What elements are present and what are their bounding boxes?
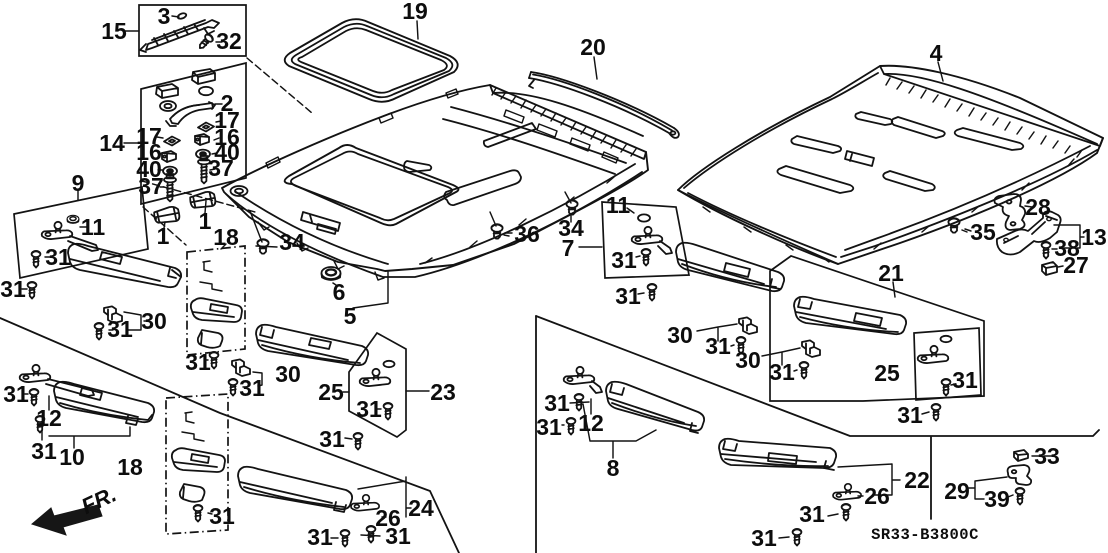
svg-text:11: 11 [606,192,631,218]
svg-text:31: 31 [769,359,795,385]
svg-text:17: 17 [214,107,240,133]
svg-text:18: 18 [213,224,239,250]
svg-text:29: 29 [944,478,970,504]
svg-text:30: 30 [275,361,301,387]
svg-text:31: 31 [107,316,133,342]
svg-text:36: 36 [514,221,540,247]
svg-text:31: 31 [536,414,562,440]
svg-text:16: 16 [214,124,240,150]
svg-text:15: 15 [101,18,127,44]
svg-text:30: 30 [735,347,761,373]
svg-text:3: 3 [158,3,171,29]
svg-text:31: 31 [385,523,411,549]
svg-text:6: 6 [333,279,346,305]
svg-text:10: 10 [59,444,85,470]
svg-text:31: 31 [209,503,235,529]
svg-text:30: 30 [141,308,167,334]
svg-text:1: 1 [157,223,170,249]
svg-text:31: 31 [897,402,923,428]
svg-text:23: 23 [430,379,456,405]
svg-text:19: 19 [402,0,428,24]
svg-text:8: 8 [607,455,620,481]
svg-text:31: 31 [705,333,731,359]
svg-text:26: 26 [375,505,401,531]
svg-text:25: 25 [874,360,900,386]
svg-text:31: 31 [185,349,211,375]
svg-text:31: 31 [611,247,637,273]
svg-text:40: 40 [136,156,162,182]
svg-text:7: 7 [562,235,575,261]
svg-text:31: 31 [615,283,641,309]
svg-text:31: 31 [31,438,57,464]
svg-text:31: 31 [307,524,333,550]
svg-text:24: 24 [408,495,434,521]
svg-text:9: 9 [72,170,85,196]
svg-text:30: 30 [667,322,693,348]
svg-text:34: 34 [279,229,305,255]
svg-text:13: 13 [1081,224,1107,250]
svg-text:31: 31 [799,501,825,527]
svg-text:25: 25 [318,379,344,405]
svg-text:22: 22 [904,467,930,493]
svg-text:1: 1 [199,208,212,234]
svg-text:31: 31 [952,367,978,393]
svg-text:5: 5 [344,303,357,329]
svg-text:14: 14 [99,130,125,156]
svg-text:21: 21 [878,260,904,286]
svg-text:37: 37 [208,155,234,181]
svg-text:17: 17 [136,123,162,149]
svg-text:12: 12 [578,410,604,436]
svg-text:31: 31 [751,525,777,551]
svg-text:20: 20 [580,34,606,60]
svg-text:28: 28 [1025,194,1051,220]
svg-text:26: 26 [864,483,890,509]
svg-text:40: 40 [214,139,240,165]
svg-text:37: 37 [138,173,164,199]
svg-text:4: 4 [930,40,943,66]
svg-text:39: 39 [984,486,1010,512]
svg-text:32: 32 [216,28,242,54]
svg-text:12: 12 [36,405,62,431]
svg-text:11: 11 [81,214,106,240]
svg-text:27: 27 [1063,252,1089,278]
svg-text:31: 31 [239,375,265,401]
svg-text:31: 31 [319,426,345,452]
svg-text:35: 35 [970,219,996,245]
svg-text:16: 16 [136,139,162,165]
svg-text:2: 2 [221,90,234,116]
svg-text:SR33-B3800C: SR33-B3800C [871,526,979,544]
svg-text:18: 18 [117,454,143,480]
svg-text:31: 31 [544,390,570,416]
svg-text:38: 38 [1054,235,1080,261]
